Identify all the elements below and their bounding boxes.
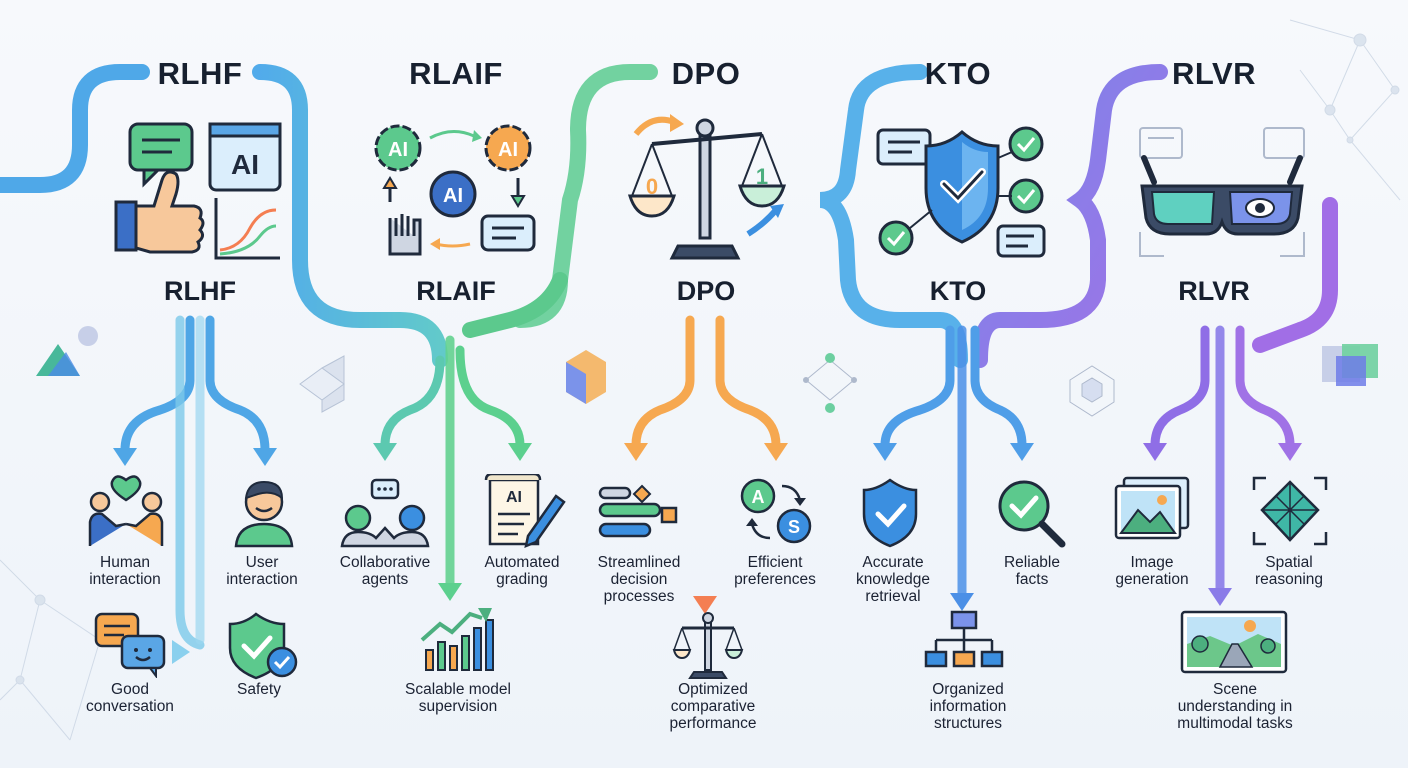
growth-chart-icon	[420, 608, 494, 671]
verified-shield-icon	[862, 478, 918, 548]
user-avatar-icon	[234, 480, 294, 548]
rlhf-top-ribbon	[0, 64, 150, 193]
spatial-cube-icon	[1252, 476, 1328, 546]
magnifier-check-icon	[998, 480, 1066, 548]
rlvr-outcome-spatial-reasoning: Spatial reasoning	[1254, 554, 1324, 588]
grading-ai-text: AI	[506, 489, 522, 506]
preference-a-text: A	[752, 487, 765, 507]
small-balance-scale-icon	[672, 612, 744, 679]
kto-outcome-organized-information-structures: Organized information structures	[929, 681, 1007, 732]
ai-screen-text: AI	[231, 149, 259, 180]
collaborative-agents-icon	[340, 478, 430, 548]
rlaif-outcome-automated-grading: Automated grading	[484, 554, 560, 588]
rlhf-flow	[120, 315, 270, 650]
thumbs-up-ai-feedback-icon: AI	[114, 122, 282, 260]
decorative-shapes	[36, 326, 1378, 417]
decision-flow-icon	[598, 484, 678, 538]
dpo-outcome-efficient-preferences: Efficient preferences	[734, 554, 816, 588]
kto-title: KTO	[924, 56, 992, 91]
rlaif-top-ribbon	[252, 64, 448, 368]
kto-flow	[880, 325, 1027, 600]
preference-s-text: S	[788, 517, 800, 537]
automated-grading-icon: AI	[484, 474, 566, 549]
rlhf-subtitle: RLHF	[164, 276, 236, 306]
hierarchy-structure-icon	[924, 610, 1004, 668]
kto-subtitle: KTO	[929, 276, 987, 306]
scale-right-value: 1	[756, 164, 768, 189]
rlhf-outcome-safety: Safety	[237, 681, 281, 698]
dpo-outcome-optimized-comparative-performance: Optimized comparative performance	[669, 681, 757, 732]
rlaif-title: RLAIF	[409, 56, 503, 91]
rlaif-outcome-collaborative-agents: Collaborative agents	[339, 554, 431, 588]
ai-agents-cycle-icon: AI AI AI	[374, 124, 536, 256]
rlaif-subtitle: RLAIF	[416, 276, 496, 306]
image-gallery-icon	[1114, 476, 1190, 540]
rlaif-outcome-scalable-model-supervision: Scalable model supervision	[405, 681, 511, 715]
dpo-title: DPO	[671, 56, 741, 91]
rlvr-outcome-scene-understanding: Scene understanding in multimodal tasks	[1177, 681, 1293, 732]
ai-gear-green-text: AI	[388, 139, 408, 161]
rlhf-outcome-good-conversation: Good conversation	[86, 681, 174, 715]
rlhf-outcome-user-interaction: User interaction	[226, 554, 298, 588]
rlvr-title: RLVR	[1171, 56, 1257, 91]
dpo-flow	[631, 315, 781, 605]
rlvr-top-ribbon	[972, 64, 1168, 368]
kto-outcome-reliable-facts: Reliable facts	[1003, 554, 1060, 588]
rlaif-flow	[380, 335, 525, 590]
vr-goggles-icon	[1139, 127, 1305, 257]
ai-gear-orange-text: AI	[498, 139, 518, 161]
rlvr-outcome-image-generation: Image generation	[1115, 554, 1189, 588]
rlvr-subtitle: RLVR	[1178, 276, 1250, 306]
dpo-outcome-streamlined-decision-processes: Streamlined decision processes	[597, 554, 681, 605]
safety-shield-icon	[228, 612, 298, 680]
rlaif-merge-ribbon	[462, 272, 568, 338]
ai-center-text: AI	[443, 185, 463, 207]
shield-checkmarks-icon	[876, 126, 1046, 258]
balance-scale-icon: 0 1	[627, 114, 787, 260]
dpo-top-ribbon	[512, 64, 658, 328]
chat-bubbles-icon	[94, 612, 166, 678]
dpo-subtitle: DPO	[676, 276, 736, 306]
rlhf-title: RLHF	[157, 56, 243, 91]
kto-outcome-accurate-knowledge-retrieval: Accurate knowledge retrieval	[855, 554, 931, 605]
scene-landscape-icon	[1180, 610, 1288, 674]
kto-top-ribbon	[818, 64, 968, 368]
handshake-heart-icon	[88, 475, 164, 546]
rlvr-flow	[1150, 325, 1295, 595]
rlhf-outcome-human-interaction: Human interaction	[89, 554, 161, 588]
rlvr-right-ribbon	[1252, 197, 1338, 353]
scale-left-value: 0	[646, 174, 658, 199]
preference-swap-icon: A S	[740, 478, 812, 544]
